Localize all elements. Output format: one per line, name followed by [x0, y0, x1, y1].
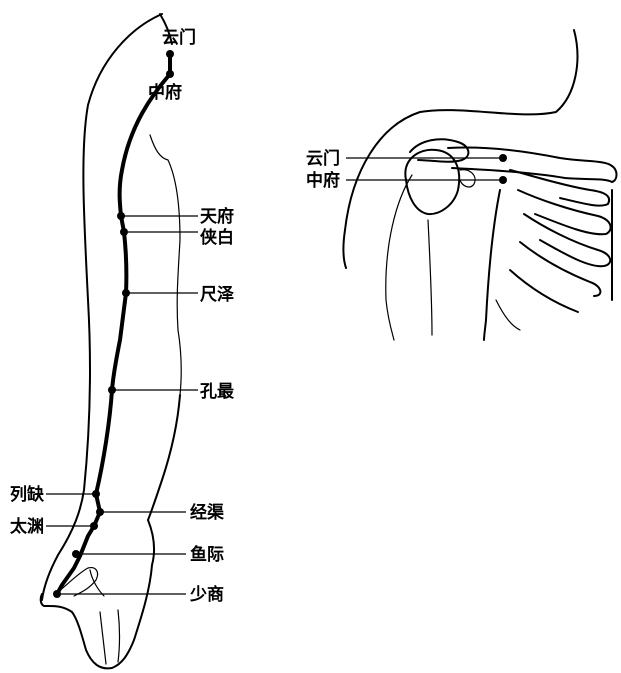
label-shaoshang: 少商 [189, 584, 224, 605]
label-xiabai: 侠白 [200, 227, 234, 248]
coracoid-process [460, 170, 475, 187]
label-yuji: 鱼际 [190, 544, 224, 565]
deltoid-outer-contour [343, 230, 346, 268]
rib-2 [518, 190, 611, 234]
chest-lower-contour [496, 300, 520, 330]
label-taiyuan: 太渊 [10, 516, 44, 537]
label-chize: 尺泽 [200, 285, 234, 305]
rib-5 [510, 270, 578, 312]
scapula-line [484, 190, 500, 340]
shoulder-label-zhongfu: 中府 [306, 170, 340, 191]
label-lieque: 列缺 [10, 484, 45, 505]
humerus-line [428, 220, 432, 335]
arm-figure: 云门 中府 天府 侠白 尺泽 孔最 列缺 经渠 太渊 鱼际 少商 [10, 14, 235, 668]
deltoid-inner-line [386, 175, 412, 340]
clavicle-upper [448, 147, 612, 166]
elbow-crease [178, 330, 181, 395]
shoulder-label-yunmen: 云门 [306, 148, 340, 169]
finger-line-2 [118, 610, 120, 662]
label-jingqu: 经渠 [190, 502, 225, 523]
arm-inner-contour-forearm [148, 395, 180, 520]
finger-line-1 [100, 612, 106, 664]
clavicle-end [612, 166, 617, 182]
label-zhongfu: 中府 [148, 82, 182, 103]
thumb-crease [90, 570, 104, 596]
label-yunmen: 云门 [162, 27, 196, 48]
label-tianfu: 天府 [200, 206, 234, 227]
rib-3 [524, 214, 610, 266]
rib-1 [510, 170, 609, 206]
label-kongzui: 孔最 [200, 382, 235, 402]
point-zhongfu-dot [166, 70, 174, 78]
point-yunmen-dot [166, 50, 174, 58]
shoulder-figure: 云门 中府 [306, 30, 617, 340]
lung-meridian-line [57, 54, 170, 594]
humeral-head [405, 150, 459, 214]
